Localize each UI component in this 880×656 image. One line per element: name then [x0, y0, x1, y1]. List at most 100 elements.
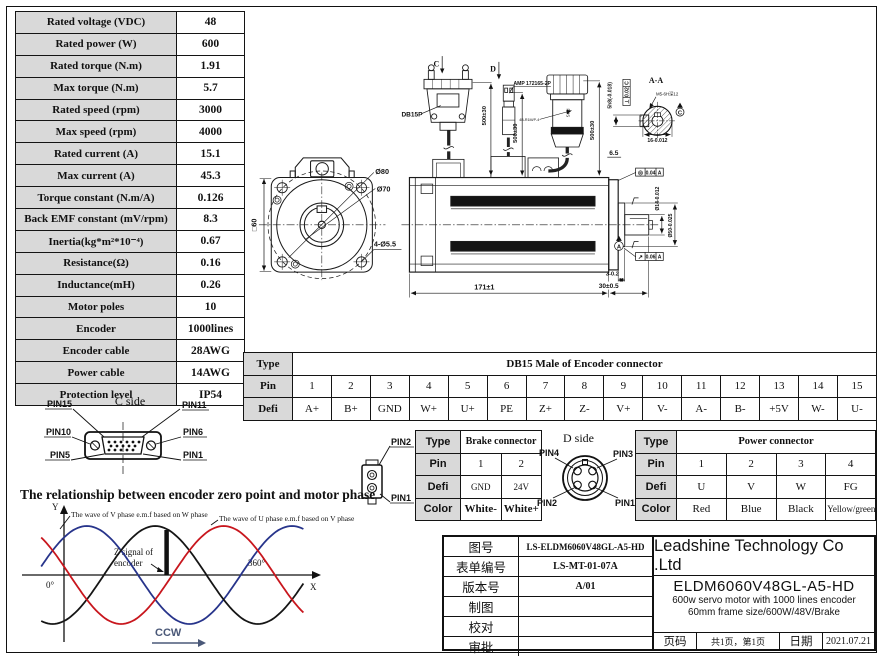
- brake-type-value: Brake connector: [460, 430, 542, 454]
- pin-number: 2: [330, 374, 371, 398]
- c-side-pin-label: PIN10: [46, 427, 71, 437]
- encoder-type-value: DB15 Male of Encoder connector: [292, 352, 877, 376]
- pin-signal: W-: [797, 397, 838, 421]
- cable-length-2: 500±30: [513, 124, 519, 143]
- waveform-title: The relationship between encoder zero po…: [20, 487, 376, 502]
- ccw-label: CCW: [155, 627, 182, 639]
- page-label: 页码: [654, 633, 697, 649]
- drafter-label: 制图: [444, 597, 519, 616]
- dim-key-width: 5h8(-0.018): [608, 82, 614, 109]
- dim-bolt-circle: Ø80: [375, 167, 389, 176]
- sheet-border-frame: [6, 6, 877, 653]
- pin-number: 6: [486, 374, 527, 398]
- brake-plug-diagram: PIN2 PIN1: [361, 437, 414, 505]
- gdt-concentricity-frame: ◎ 0.04 A: [618, 167, 664, 181]
- pin-signal: B-: [720, 397, 761, 421]
- spec-value: 1.91: [176, 54, 245, 78]
- encoder-pin-header: Pin: [243, 374, 293, 398]
- pin-signal: W+: [408, 397, 449, 421]
- pin-number: 5: [447, 374, 488, 398]
- pin-number: 1: [460, 452, 502, 476]
- wire-color: White+: [500, 497, 542, 521]
- spec-label: Rated voltage (VDC): [15, 11, 177, 34]
- u-phase-note: The wave of U phase e.m.f based on V pha…: [219, 514, 355, 523]
- cable-and-connectors: [423, 64, 589, 173]
- y-axis-label: Y: [52, 502, 59, 512]
- pin-signal: Z-: [564, 397, 605, 421]
- dim-pilot-circle: Ø70: [377, 184, 391, 193]
- pin-signal: V-: [642, 397, 683, 421]
- brake-plug-pin-label: PIN2: [391, 437, 411, 447]
- spec-label: Max torque (N.m): [15, 76, 177, 100]
- power-pin-header: Pin: [635, 452, 677, 476]
- gdt-value: 0.02: [625, 87, 631, 97]
- spec-value: 45.3: [176, 164, 245, 188]
- date-label: 日期: [780, 633, 823, 649]
- c-side-pin-label: PIN15: [47, 399, 72, 409]
- brake-plug-pin-label: PIN1: [391, 493, 411, 503]
- spec-label: Motor poles: [15, 295, 177, 319]
- spec-value: 0.126: [176, 186, 245, 210]
- amp-connector-label: AMP 172165-2P: [513, 81, 551, 87]
- power-type-value: Power connector: [676, 430, 876, 454]
- roughness-mark: [631, 197, 639, 205]
- dim-key-flat: 16-0.012: [647, 138, 667, 144]
- dim-shoulder: 3-0.2: [606, 272, 619, 278]
- power-defi-header: Defi: [635, 475, 677, 499]
- spec-label: Torque constant (N.m/A): [15, 186, 177, 210]
- pin-number: 4: [825, 452, 876, 476]
- db15p-label: DB15P: [401, 111, 423, 118]
- gdt-symbol: ◎: [638, 171, 644, 177]
- dim-mounting-holes: 4-Ø5.5: [374, 240, 396, 249]
- encoder-type-header: Type: [243, 352, 293, 376]
- front-view-centerlines: [258, 172, 386, 281]
- spec-label: Rated speed (rpm): [15, 98, 177, 122]
- z-signal-label-line1: Z signal of: [114, 547, 153, 557]
- power-connector-brand: FUS: [566, 108, 571, 117]
- pin-number: 10: [642, 374, 683, 398]
- spec-value: 600: [176, 32, 245, 56]
- spec-value: 5.7: [176, 76, 245, 100]
- pin-signal: +5V: [759, 397, 799, 421]
- pin-number: 15: [836, 374, 878, 398]
- spec-label: Power cable: [15, 361, 177, 385]
- view-letter-d: D: [490, 64, 496, 73]
- spec-label: Max speed (rpm): [15, 120, 177, 144]
- power-plug-model-label: 4B-R1M/P-4: [519, 118, 539, 122]
- wave-u-phase: [40, 525, 305, 625]
- datum-a-balloon: A: [614, 235, 624, 251]
- d-side-pin-label: PIN4: [539, 448, 559, 458]
- version-label: 版本号: [444, 577, 519, 596]
- front-view-leaders: [259, 172, 402, 272]
- spec-value: 0.26: [176, 273, 245, 297]
- pin-number: 8: [564, 374, 605, 398]
- title-block-right: Leadshine Technology Co .Ltd ELDM6060V48…: [652, 537, 874, 649]
- spec-label: Inductance(mH): [15, 273, 177, 297]
- spec-value: 48: [176, 11, 245, 34]
- pin-signal: GND: [460, 475, 502, 499]
- spec-label: Max current (A): [15, 164, 177, 188]
- v-phase-note: The wave of V phase e.m.f based on W pha…: [71, 510, 208, 519]
- spec-value: 0.16: [176, 251, 245, 275]
- spec-label: Rated torque (N.m): [15, 54, 177, 78]
- tick-360: 360°: [248, 558, 266, 568]
- spec-label: Encoder cable: [15, 339, 177, 363]
- x-axis-arrow: [312, 571, 321, 579]
- phase-waveform-chart: Y X 0° 360° The wave of V phase e.m.f ba…: [22, 502, 355, 647]
- gdt-value: 0.06: [646, 255, 656, 261]
- form-no-value: LS-MT-01-07A: [553, 561, 618, 572]
- gdt-datum: C: [625, 81, 631, 85]
- drawing-no-value: LS-ELDM6060V48GL-A5-HD: [526, 541, 645, 552]
- brake-color-header: Color: [415, 497, 461, 521]
- x-axis-label: X: [310, 582, 317, 592]
- thread-spec-label: M5-6H深12: [656, 90, 679, 97]
- brake-type-header: Type: [415, 430, 461, 454]
- motor-drawing: Ø80 Ø70 4-Ø5.5 □60: [250, 56, 685, 298]
- side-view-linework: [408, 156, 653, 273]
- d-side-pin-label: PIN1: [615, 498, 635, 508]
- wire-color: Red: [676, 497, 727, 521]
- spec-value: 8.3: [176, 208, 245, 231]
- pin-number: 1: [292, 374, 332, 398]
- power-color-header: Color: [635, 497, 677, 521]
